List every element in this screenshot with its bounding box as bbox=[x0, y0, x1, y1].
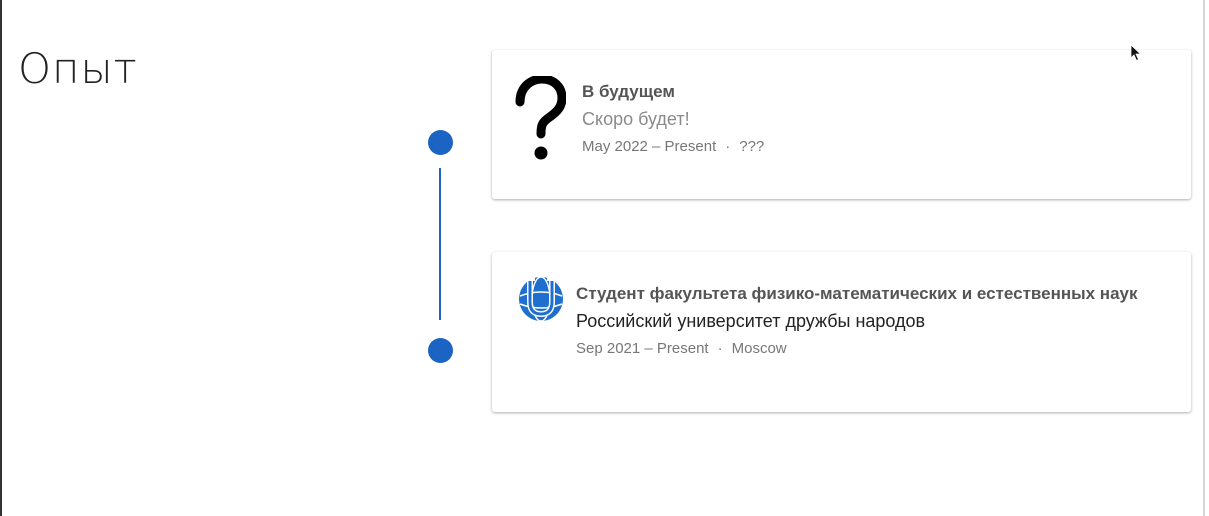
question-mark-icon bbox=[515, 76, 566, 160]
company-name: Российский университет дружбы народов bbox=[576, 311, 926, 331]
job-dates: May 2022 – Present bbox=[582, 138, 717, 155]
experience-card[interactable]: Студент факультета физико-математических… bbox=[492, 252, 1191, 412]
job-title: Студент факультета физико-математических… bbox=[576, 284, 1138, 303]
timeline-dot bbox=[428, 130, 453, 155]
job-location: Moscow bbox=[731, 340, 787, 357]
card-content: В будущем Скоро будет! May 2022 – Presen… bbox=[582, 78, 764, 161]
job-meta: Sep 2021 – Present · Moscow bbox=[576, 335, 1176, 363]
mouse-cursor-icon bbox=[1130, 44, 1142, 62]
window-border-right bbox=[1203, 0, 1205, 516]
university-logo-icon bbox=[519, 276, 563, 322]
meta-separator: · bbox=[717, 340, 723, 357]
timeline-line bbox=[439, 168, 441, 320]
section-title: Опыт bbox=[18, 44, 138, 93]
company-name: Скоро будет! bbox=[582, 109, 690, 129]
job-dates: Sep 2021 – Present bbox=[576, 340, 709, 357]
timeline-dot bbox=[428, 338, 453, 363]
meta-separator: · bbox=[725, 138, 731, 155]
card-content: Студент факультета физико-математических… bbox=[576, 280, 1176, 363]
experience-card[interactable]: В будущем Скоро будет! May 2022 – Presen… bbox=[492, 50, 1191, 199]
job-meta: May 2022 – Present ·??? bbox=[582, 133, 764, 161]
job-title: В будущем bbox=[582, 82, 675, 101]
job-location: ??? bbox=[739, 138, 765, 155]
window-border-left bbox=[0, 0, 2, 516]
